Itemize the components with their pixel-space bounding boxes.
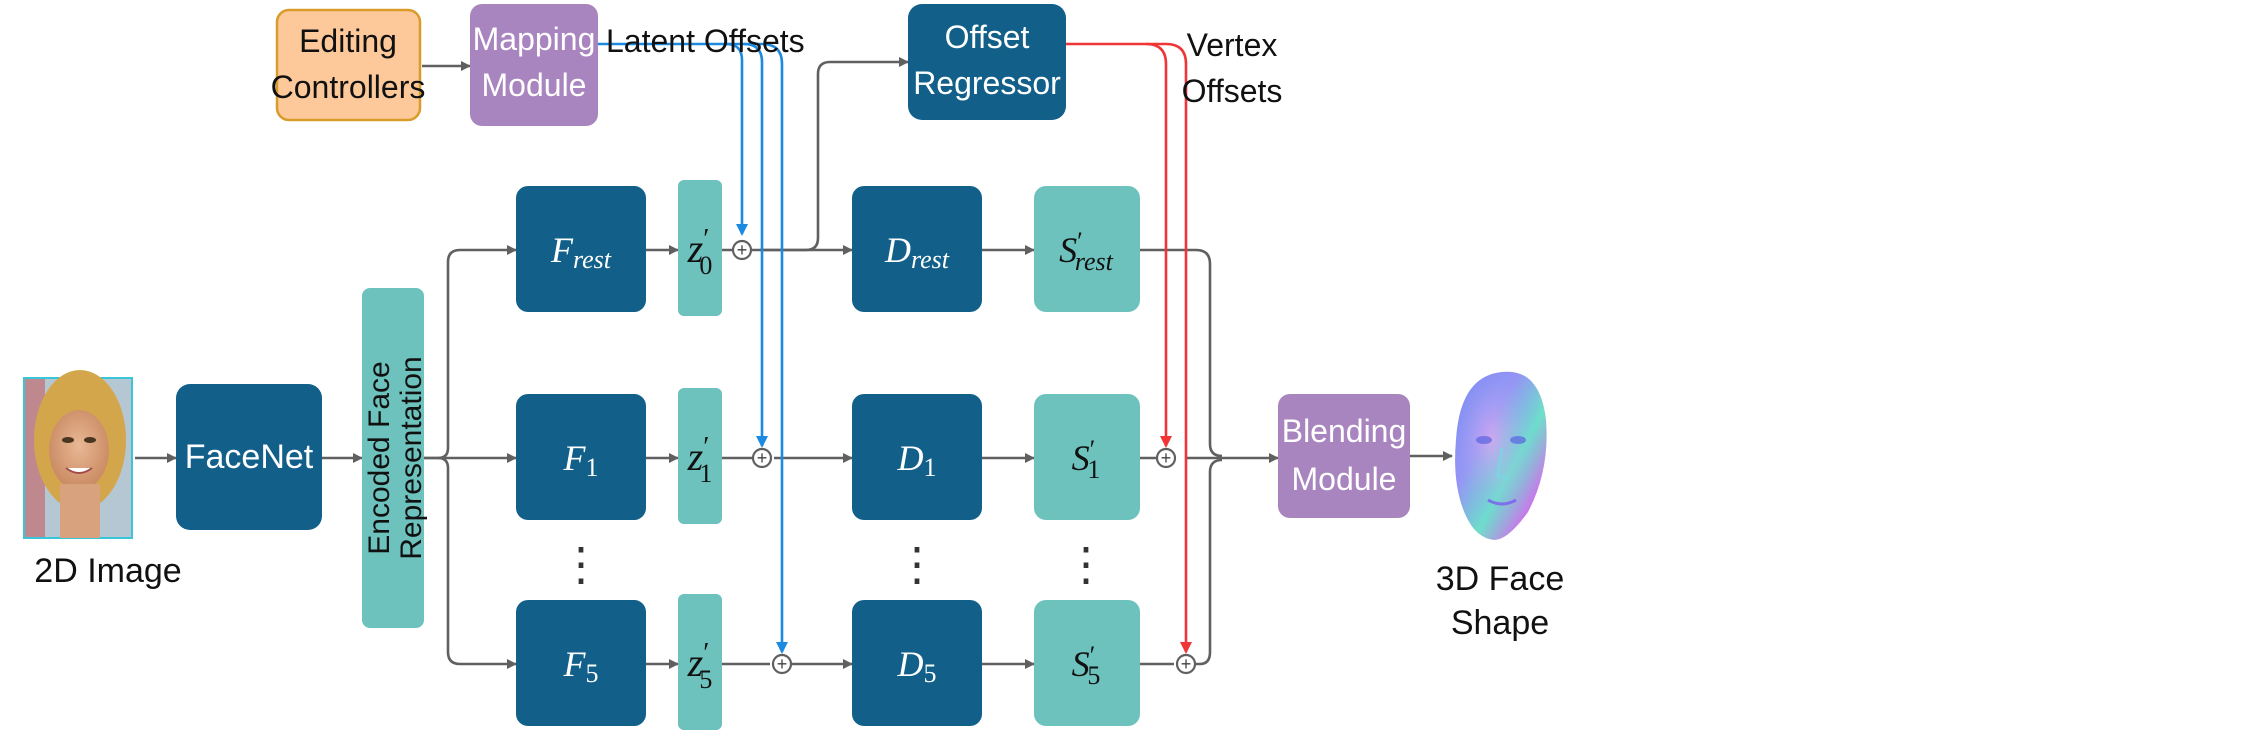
output-label-line2: Shape bbox=[1451, 604, 1549, 642]
plus-symbol: + bbox=[737, 240, 748, 260]
vertex-arrow-to-s5 bbox=[1146, 42, 1192, 654]
shape-symbol-rest: S′rest bbox=[1059, 227, 1113, 276]
arrow-z0-to-offset-regressor bbox=[760, 57, 909, 252]
encoder-symbol-5: F5 bbox=[563, 644, 599, 688]
latent-arrow-to-z5 bbox=[744, 42, 788, 654]
offset-label-line2: Regressor bbox=[913, 65, 1061, 101]
latent-symbol-5: z′5 bbox=[687, 638, 713, 694]
blending-label-line2: Module bbox=[1292, 461, 1397, 497]
plus-node-5: + bbox=[771, 653, 793, 675]
encoder-block-1: F1 bbox=[516, 394, 646, 520]
encoder-ellipsis: ⋮ bbox=[558, 538, 604, 590]
blending-label-line1: Blending bbox=[1282, 413, 1407, 449]
plus-nodes: + + + + + bbox=[731, 239, 1197, 675]
output-label-line1: 3D Face bbox=[1436, 560, 1565, 598]
decoder-block-rest: Drest bbox=[852, 186, 982, 312]
latent-offsets-label: Latent Offsets bbox=[606, 23, 805, 59]
decoder-symbol-5: D5 bbox=[897, 644, 937, 688]
encoded-label-line1: Encoded Face bbox=[363, 361, 396, 554]
shape-symbol-1: S′1 bbox=[1072, 435, 1101, 484]
blending-module-block: Blending Module bbox=[1278, 394, 1410, 518]
encoded-label-line2: Representation bbox=[395, 356, 428, 559]
offset-label-line1: Offset bbox=[945, 19, 1030, 55]
mapping-label-line1: Mapping bbox=[473, 21, 596, 57]
vertex-offsets-label-line2: Offsets bbox=[1182, 73, 1283, 109]
shape-block-5: S′5 bbox=[1034, 600, 1140, 726]
latent-block-5: z′5 bbox=[678, 594, 722, 730]
latent-block-1: z′1 bbox=[678, 388, 722, 524]
editing-controllers-block: Editing Controllers bbox=[271, 8, 426, 122]
plus-symbol: + bbox=[757, 448, 768, 468]
arrow-srest-to-blending bbox=[1140, 248, 1223, 458]
shape-symbol-5: S′5 bbox=[1072, 641, 1101, 690]
arrow-s5-to-blending bbox=[1196, 458, 1223, 666]
plus-node-s1: + bbox=[1155, 447, 1177, 469]
encoder-block-rest: Frest bbox=[516, 186, 646, 312]
decoder-block-1: D1 bbox=[852, 394, 982, 520]
plus-symbol: + bbox=[777, 654, 788, 674]
plus-node-s5: + bbox=[1175, 653, 1197, 675]
plus-node-rest: + bbox=[731, 239, 753, 261]
input-image-label: 2D Image bbox=[34, 552, 181, 590]
output-face-shape bbox=[1455, 371, 1547, 540]
decoder-ellipsis: ⋮ bbox=[894, 538, 940, 590]
editing-label-line1: Editing bbox=[299, 23, 397, 59]
plus-node-1: + bbox=[751, 447, 773, 469]
arrow-encoded-to-f5 bbox=[437, 456, 517, 669]
facenet-block: FaceNet bbox=[176, 384, 322, 530]
mapping-label-line2: Module bbox=[482, 67, 587, 103]
latent-block-0: z′0 bbox=[678, 180, 722, 316]
vertex-offsets-label-line1: Vertex bbox=[1187, 27, 1278, 63]
encoder-symbol-rest: Frest bbox=[550, 230, 612, 274]
latent-symbol-1: z′1 bbox=[687, 432, 713, 488]
encoder-symbol-1: F1 bbox=[563, 438, 599, 482]
editing-label-line2: Controllers bbox=[271, 69, 426, 105]
connectors bbox=[135, 57, 1453, 669]
latent-offset-arrows bbox=[598, 42, 788, 654]
shape-ellipsis: ⋮ bbox=[1063, 538, 1109, 590]
shape-block-rest: S′rest bbox=[1034, 186, 1140, 312]
encoded-representation-block: Encoded Face Representation bbox=[362, 288, 428, 628]
decoder-symbol-rest: Drest bbox=[884, 230, 950, 274]
input-image bbox=[23, 370, 133, 539]
facenet-label: FaceNet bbox=[185, 438, 314, 476]
mapping-module-block: Mapping Module bbox=[470, 4, 598, 126]
decoder-block-5: D5 bbox=[852, 600, 982, 726]
offset-regressor-block: Offset Regressor bbox=[908, 4, 1066, 120]
plus-symbol: + bbox=[1161, 448, 1172, 468]
encoder-block-5: F5 bbox=[516, 600, 646, 726]
decoder-symbol-1: D1 bbox=[897, 438, 937, 482]
plus-symbol: + bbox=[1181, 654, 1192, 674]
shape-block-1: S′1 bbox=[1034, 394, 1140, 520]
vertex-offset-arrows bbox=[1066, 42, 1192, 654]
latent-symbol-0: z′0 bbox=[687, 224, 713, 280]
arrow-encoded-to-frest bbox=[424, 245, 517, 460]
